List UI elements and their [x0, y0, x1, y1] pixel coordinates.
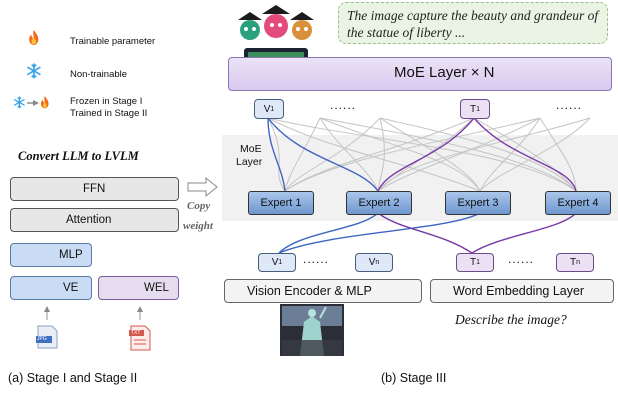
copy-label: Copy — [187, 200, 211, 212]
top-token-dots-2: ...... — [556, 98, 583, 112]
attention-label: Attention — [66, 214, 112, 226]
output-speech-bubble: The image capture the beauty and grandeu… — [338, 2, 608, 44]
txt-label: TXT — [131, 330, 141, 336]
wel-box: WEL — [98, 276, 179, 300]
bottom-token-tn-label: T — [569, 257, 577, 268]
legend-flame-icon — [29, 30, 39, 45]
weight-label: weight — [183, 220, 213, 232]
bottom-token-v1-label: V — [271, 257, 279, 268]
bottom-token-v1-sub: 1 — [278, 259, 283, 266]
top-token-t1-label: T — [469, 103, 477, 115]
bottom-token-vn-label: V — [368, 257, 376, 268]
attention-box: Attention — [10, 208, 179, 232]
vision-encoder-box: Vision Encoder & MLP — [224, 279, 422, 303]
bottom-token-t1-label: T — [469, 257, 477, 268]
legend-snow-to-flame-icon — [14, 96, 49, 109]
legend-non-trainable-label: Non-trainable — [70, 69, 128, 80]
moe-layer-label-2: Layer — [236, 156, 263, 168]
bottom-token-vn-sub: n — [375, 259, 380, 266]
output-text: The image capture the beauty and grandeu… — [347, 8, 599, 40]
moe-bar-label: MoE Layer × N — [394, 64, 495, 81]
jpg-file-icon — [36, 306, 58, 349]
legend-snowflake-icon — [27, 63, 41, 79]
mlp-label: MLP — [59, 249, 83, 261]
expert-2: Expert 2 — [346, 191, 412, 215]
convert-title: Convert LLM to LVLM — [18, 149, 139, 163]
top-token-dots-1: ...... — [330, 98, 357, 112]
bottom-token-dots-1: ...... — [303, 252, 330, 266]
routing-lines-vision — [267, 117, 379, 192]
expert-3: Expert 3 — [445, 191, 511, 215]
question-text: Describe the image? — [455, 312, 567, 327]
bottom-token-dots-2: ...... — [508, 252, 535, 266]
legend-trained-label: Trained in Stage II — [70, 108, 148, 119]
ve-box: VE — [10, 276, 92, 300]
expert-4: Expert 4 — [545, 191, 611, 215]
copy-weight-arrow — [187, 176, 218, 198]
moe-layer-bar: MoE Layer × N — [228, 57, 612, 91]
bottom-token-tn-sub: n — [576, 259, 580, 266]
routing-lines-grey — [267, 117, 591, 192]
top-token-t1-sub: 1 — [476, 105, 480, 113]
routing-lines-text — [377, 117, 577, 192]
caption-a: (a) Stage I and Stage II — [8, 371, 138, 385]
word-embedding-label: Word Embedding Layer — [453, 284, 585, 298]
vision-encoder-label: Vision Encoder & MLP — [247, 284, 372, 298]
mlp-box: MLP — [10, 243, 92, 267]
ffn-label: FFN — [83, 183, 106, 195]
bottom-token-lines — [278, 212, 577, 254]
expert-1: Expert 1 — [248, 191, 314, 215]
txt-file-icon — [129, 306, 151, 351]
statue-image — [280, 304, 344, 356]
legend-frozen-label: Frozen in Stage I — [70, 96, 143, 107]
moe-layer-label-1: MoE — [240, 143, 262, 155]
word-embedding-box: Word Embedding Layer — [430, 279, 614, 303]
ffn-box: FFN — [10, 177, 179, 201]
caption-b: (b) Stage III — [381, 371, 447, 385]
legend-trainable-label: Trainable parameter — [70, 36, 156, 47]
top-token-v1-sub: 1 — [270, 105, 275, 113]
ve-label: VE — [63, 282, 79, 294]
jpg-label: JPG — [37, 336, 47, 342]
wel-label: WEL — [144, 282, 169, 294]
top-token-v1-label: V — [263, 103, 271, 115]
bottom-token-t1-sub: 1 — [476, 259, 480, 266]
